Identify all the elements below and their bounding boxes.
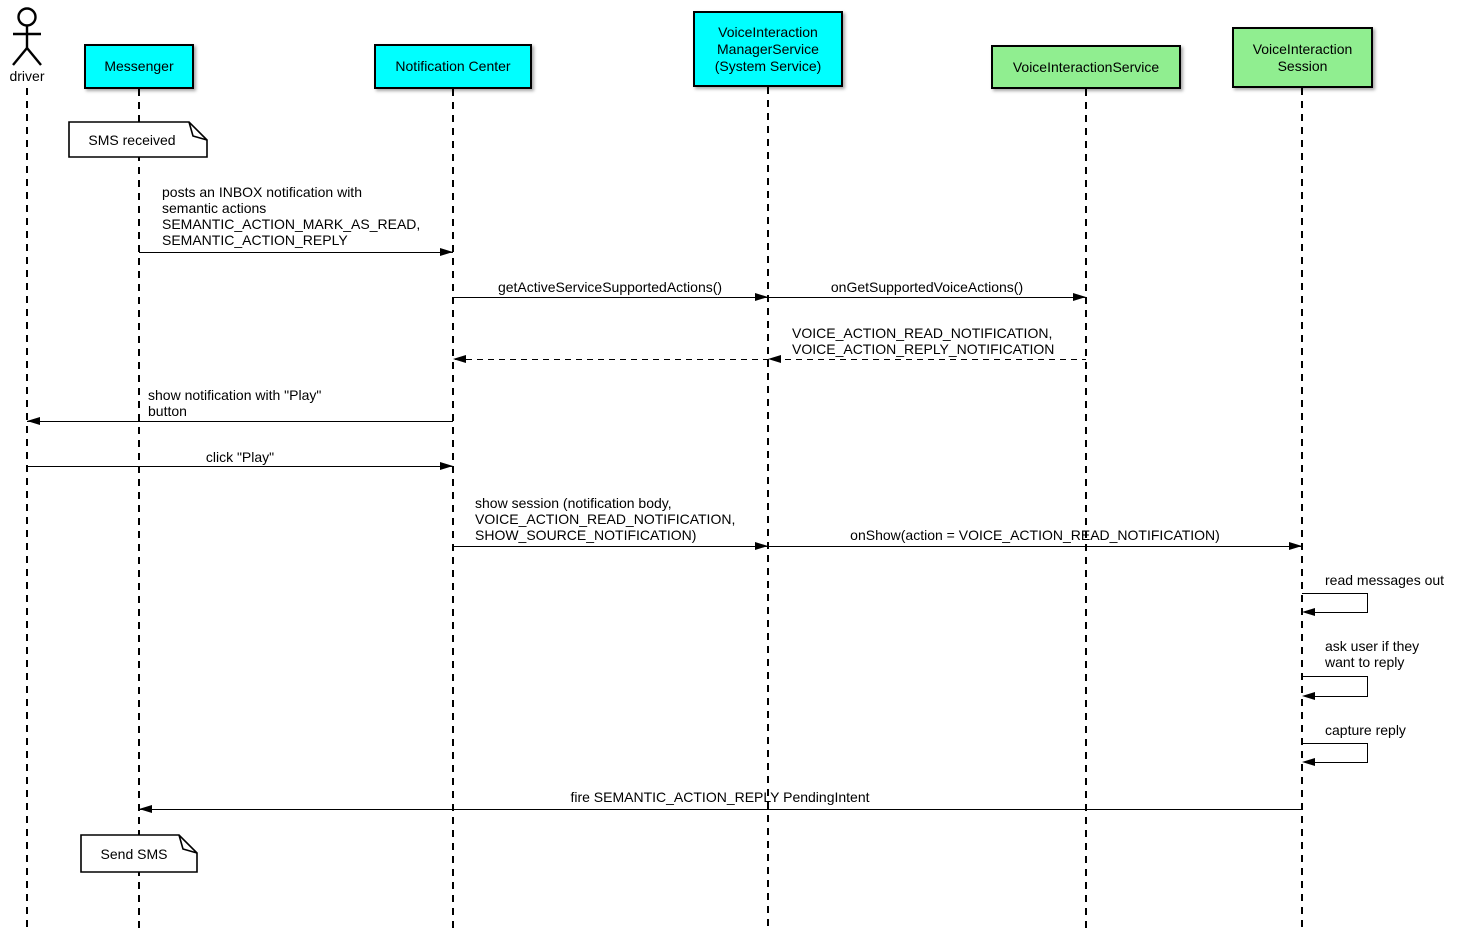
message-voice-actions-return-arrowhead-nc bbox=[453, 355, 466, 363]
note-send-sms-text: Send SMS bbox=[101, 846, 168, 862]
message-get-active-service-supported-actions-arrowhead bbox=[755, 293, 768, 301]
message-click-play-arrowhead bbox=[440, 462, 453, 470]
participant-notification-center: Notification Center bbox=[374, 44, 532, 89]
lifeline-notification-center bbox=[452, 89, 454, 929]
message-show-notification-label: show notification with "Play" button bbox=[148, 387, 322, 419]
message-posts-inbox-arrowhead bbox=[440, 248, 453, 256]
message-on-show-arrowhead bbox=[1289, 542, 1302, 550]
participant-voice-interaction-service: VoiceInteractionService bbox=[991, 45, 1181, 89]
message-get-active-service-supported-actions-line bbox=[453, 297, 768, 299]
actor-icon bbox=[12, 7, 42, 66]
message-on-get-supported-voice-actions-label: onGetSupportedVoiceActions() bbox=[830, 279, 1024, 295]
lifeline-voice-interaction-service bbox=[1085, 89, 1087, 929]
self-message-capture-reply-line-bottom bbox=[1315, 762, 1368, 764]
lifeline-voice-interaction-session bbox=[1301, 88, 1303, 929]
participant-notification-center-label: Notification Center bbox=[395, 58, 511, 74]
self-message-capture-reply-line-right bbox=[1366, 743, 1368, 763]
self-message-ask-user-line-top bbox=[1302, 676, 1368, 678]
message-posts-inbox-label: posts an INBOX notification with semanti… bbox=[162, 184, 421, 248]
message-get-active-service-supported-actions-label: getActiveServiceSupportedActions() bbox=[497, 279, 723, 295]
lifeline-voice-interaction-manager-service bbox=[767, 87, 769, 929]
note-sms-received: SMS received bbox=[68, 121, 208, 158]
participant-voice-interaction-session: VoiceInteraction Session bbox=[1232, 27, 1373, 88]
self-message-read-messages-out-label: read messages out bbox=[1325, 572, 1445, 588]
participant-voice-interaction-manager-service: VoiceInteraction ManagerService (System … bbox=[693, 11, 843, 87]
participant-messenger: Messenger bbox=[84, 44, 194, 89]
self-message-ask-user-line-right bbox=[1366, 676, 1368, 697]
message-on-get-supported-voice-actions-arrowhead bbox=[1073, 293, 1086, 301]
message-voice-actions-return-label: VOICE_ACTION_READ_NOTIFICATION, VOICE_AC… bbox=[792, 325, 1055, 357]
message-fire-pending-intent-line bbox=[139, 809, 1302, 811]
self-message-read-messages-out-line-right bbox=[1366, 593, 1368, 613]
self-message-read-messages-out-arrowhead bbox=[1302, 608, 1315, 616]
message-on-get-supported-voice-actions-line bbox=[768, 297, 1086, 299]
message-fire-pending-intent-label: fire SEMANTIC_ACTION_REPLY PendingIntent bbox=[570, 789, 870, 805]
message-click-play-label: click "Play" bbox=[205, 449, 275, 465]
note-sms-received-text: SMS received bbox=[88, 132, 175, 148]
message-click-play-line bbox=[27, 466, 453, 468]
message-fire-pending-intent-arrowhead bbox=[139, 805, 152, 813]
self-message-capture-reply-label: capture reply bbox=[1325, 722, 1406, 738]
message-on-show-label: onShow(action = VOICE_ACTION_READ_NOTIFI… bbox=[850, 527, 1220, 543]
self-message-ask-user-arrowhead bbox=[1302, 692, 1315, 700]
participant-voice-interaction-service-label: VoiceInteractionService bbox=[1012, 58, 1160, 75]
message-show-notification-line bbox=[27, 421, 453, 423]
self-message-capture-reply-arrowhead bbox=[1302, 758, 1315, 766]
message-show-session-arrowhead bbox=[755, 542, 768, 550]
lifeline-driver bbox=[26, 88, 28, 929]
message-show-session-line bbox=[453, 546, 768, 548]
participant-voice-interaction-session-label: VoiceInteraction Session bbox=[1252, 40, 1353, 74]
note-send-sms: Send SMS bbox=[80, 834, 198, 873]
self-message-read-messages-out-line-bottom bbox=[1315, 612, 1368, 614]
self-message-capture-reply-line-top bbox=[1302, 743, 1368, 745]
message-show-session-label: show session (notification body, VOICE_A… bbox=[475, 495, 736, 543]
lifeline-messenger bbox=[138, 89, 140, 929]
message-posts-inbox-line bbox=[139, 252, 453, 254]
actor-label: driver bbox=[9, 68, 45, 84]
self-message-ask-user-label: ask user if they want to reply bbox=[1325, 638, 1420, 670]
message-voice-actions-return-arrowhead-vims bbox=[768, 355, 781, 363]
message-show-notification-arrowhead bbox=[27, 417, 40, 425]
message-on-show-line bbox=[768, 546, 1302, 548]
self-message-read-messages-out-line-top bbox=[1302, 593, 1368, 595]
participant-voice-interaction-manager-service-label: VoiceInteraction ManagerService (System … bbox=[714, 23, 822, 74]
self-message-ask-user-line-bottom bbox=[1315, 696, 1368, 698]
participant-messenger-label: Messenger bbox=[104, 58, 174, 74]
